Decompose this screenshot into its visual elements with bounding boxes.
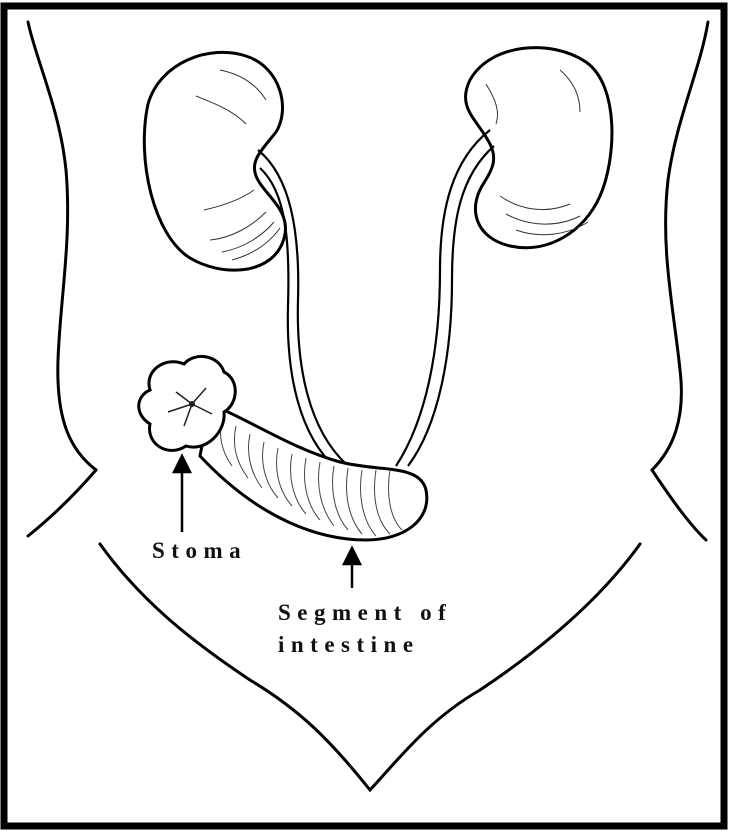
segment-label-line1: Segment of xyxy=(278,600,452,625)
segment-label-line2: intestine xyxy=(278,632,420,657)
stoma-label: Stoma xyxy=(152,538,247,563)
outer-frame xyxy=(4,6,724,826)
